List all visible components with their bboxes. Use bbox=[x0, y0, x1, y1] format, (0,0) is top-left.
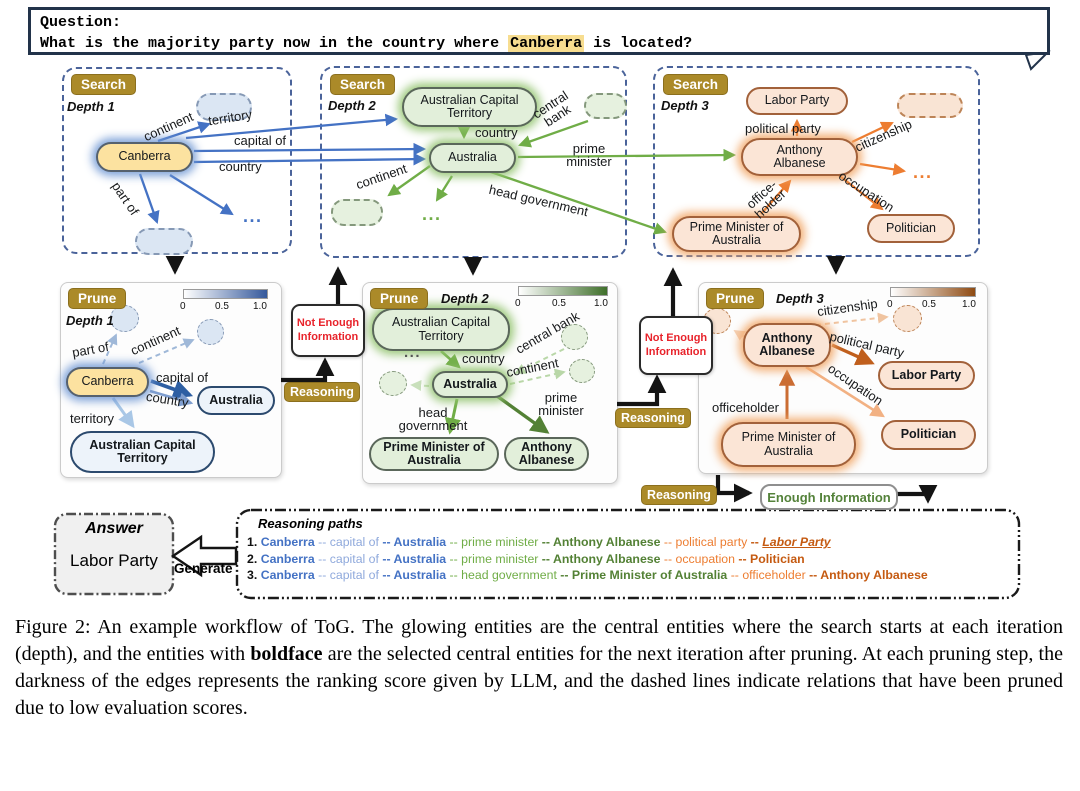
node-pruned-circle-right-p3 bbox=[893, 305, 922, 332]
node-pruned-bottom-s1 bbox=[135, 228, 193, 255]
edge-label-prime-minister-s2: prime minister bbox=[566, 141, 612, 170]
question-before: What is the majority party now in the co… bbox=[40, 35, 509, 52]
edge-label-country-s2: country bbox=[475, 125, 518, 140]
node-politician-p3: Politician bbox=[881, 420, 976, 450]
ellipsis-s3: ... bbox=[913, 162, 933, 182]
depth-label-s3: Depth 3 bbox=[661, 98, 709, 113]
node-canberra-p1: Canberra bbox=[66, 367, 149, 397]
prune-badge-1: Prune bbox=[68, 288, 127, 309]
not-enough-info-box-1: Not Enough Information bbox=[291, 304, 365, 357]
edge-label-officeholder-p3: officeholder bbox=[712, 400, 779, 415]
reasoning-path: 3. Canberra -- capital of -- Australia -… bbox=[247, 568, 928, 582]
node-pruned-circle-right-p2 bbox=[569, 359, 595, 383]
depth-label-s1: Depth 1 bbox=[67, 99, 115, 114]
node-pruned-circle2-p1 bbox=[197, 319, 224, 345]
reasoning-paths-title: Reasoning paths bbox=[258, 516, 363, 531]
node-pruned-top-s3 bbox=[897, 93, 963, 118]
colorbar-tick: 0.5 bbox=[552, 298, 566, 309]
node-prime-minister-s3: Prime Minister of Australia bbox=[672, 216, 801, 252]
node-pruned-bottom-s2 bbox=[331, 199, 383, 226]
reasoning-paths-lines: 1. Canberra -- capital of -- Australia -… bbox=[247, 534, 928, 584]
reasoning-path: 2. Canberra -- capital of -- Australia -… bbox=[247, 551, 805, 566]
reasoning-badge-1: Reasoning bbox=[284, 382, 360, 402]
reasoning-badge-3: Reasoning bbox=[641, 485, 717, 505]
enough-info-box: Enough Information bbox=[760, 484, 898, 510]
node-australia-p1: Australia bbox=[197, 386, 275, 415]
reasoning-path: 1. Canberra -- capital of -- Australia -… bbox=[247, 535, 831, 549]
edge-label-country-s1: country bbox=[219, 159, 262, 174]
node-pruned-circle1-p1 bbox=[110, 305, 139, 332]
node-act-p2: Australian Capital Territory bbox=[372, 308, 510, 351]
ellipsis-p2: ... bbox=[404, 344, 422, 361]
caption-bold-word: boldface bbox=[250, 643, 323, 665]
answer-title: Answer bbox=[85, 520, 143, 537]
node-act-p1: Australian Capital Territory bbox=[70, 431, 215, 473]
depth-label-p3: Depth 3 bbox=[776, 291, 824, 306]
not-enough-info-box-2: Not Enough Information bbox=[639, 316, 713, 375]
edge-label-political-party-s3: political party bbox=[745, 121, 821, 136]
generate-label: Generate bbox=[174, 561, 233, 576]
colorbar-tick: 0.5 bbox=[922, 299, 936, 310]
colorbar-tick: 1.0 bbox=[253, 301, 267, 312]
caption-pre: Figure 2: An example workflow of ToG. Th… bbox=[15, 616, 1063, 665]
reasoning-badge-2: Reasoning bbox=[615, 408, 691, 428]
figure-caption: Figure 2: An example workflow of ToG. Th… bbox=[15, 614, 1063, 722]
prune-badge-2: Prune bbox=[370, 288, 429, 309]
arrow-enough-to-paths bbox=[894, 484, 938, 504]
score-colorbar-orange bbox=[890, 287, 976, 297]
depth-label-p2: Depth 2 bbox=[441, 291, 489, 306]
prune-badge-3: Prune bbox=[706, 288, 765, 309]
node-act-s2: Australian Capital Territory bbox=[402, 87, 537, 127]
node-pruned-circle-top-p2 bbox=[561, 324, 588, 350]
node-prime-minister-p3: Prime Minister of Australia bbox=[721, 422, 856, 467]
question-box: Question: What is the majority party now… bbox=[28, 7, 1050, 55]
node-politician-s3: Politician bbox=[867, 214, 955, 243]
node-anthony-albanese-p2: Anthony Albanese bbox=[504, 437, 589, 471]
node-anthony-albanese-s3: Anthony Albanese bbox=[741, 138, 858, 176]
search-badge-2: Search bbox=[330, 74, 396, 95]
node-anthony-albanese-p3: Anthony Albanese bbox=[743, 323, 831, 367]
depth-label-s2: Depth 2 bbox=[328, 98, 376, 113]
score-colorbar-green bbox=[518, 286, 608, 296]
edge-label-prime-minister-p2: prime minister bbox=[538, 390, 584, 419]
node-labor-party-p3: Labor Party bbox=[878, 361, 975, 390]
caption-post: are the selected central entities for th… bbox=[15, 643, 1063, 719]
arrow-prune3-to-enough bbox=[715, 475, 753, 503]
node-australia-s2: Australia bbox=[429, 143, 516, 173]
edge-label-territory-p1: territory bbox=[70, 411, 115, 426]
node-pruned-circle-left-p2 bbox=[379, 371, 407, 396]
question-after: is located? bbox=[584, 35, 693, 52]
node-pruned-right-s2 bbox=[584, 93, 627, 119]
score-colorbar-blue bbox=[183, 289, 268, 299]
colorbar-tick: 0 bbox=[180, 301, 186, 312]
colorbar-tick: 0 bbox=[515, 298, 521, 309]
colorbar-tick: 0.5 bbox=[215, 301, 229, 312]
arrow-prune1-to-nei1 bbox=[281, 357, 335, 383]
arrow-prune2-to-nei2 bbox=[617, 374, 667, 407]
search-badge-1: Search bbox=[71, 74, 137, 95]
ellipsis-s2: ... bbox=[422, 204, 442, 224]
question-label: Question: bbox=[40, 14, 122, 31]
colorbar-tick: 0 bbox=[887, 299, 893, 310]
edge-label-capital-of-s1: capital of bbox=[234, 133, 287, 148]
depth-label-p1: Depth 1 bbox=[66, 313, 114, 328]
colorbar-tick: 1.0 bbox=[594, 298, 608, 309]
node-labor-party-s3: Labor Party bbox=[746, 87, 848, 115]
ellipsis-s1: ... bbox=[243, 206, 263, 226]
edge-label-head-government-p2: head government bbox=[398, 405, 468, 434]
node-australia-p2: Australia bbox=[432, 371, 508, 398]
colorbar-tick: 1.0 bbox=[962, 299, 976, 310]
question-text: What is the majority party now in the co… bbox=[40, 33, 1038, 54]
search-badge-3: Search bbox=[663, 74, 729, 95]
node-canberra-s1: Canberra bbox=[96, 142, 193, 172]
highlight-canberra: Canberra bbox=[508, 35, 585, 52]
edge-label-capital-of-p1: capital of bbox=[156, 370, 209, 385]
answer-value: Labor Party bbox=[70, 551, 158, 570]
edge-label-country-p2: country bbox=[462, 351, 505, 366]
node-prime-minister-p2: Prime Minister of Australia bbox=[369, 437, 499, 471]
